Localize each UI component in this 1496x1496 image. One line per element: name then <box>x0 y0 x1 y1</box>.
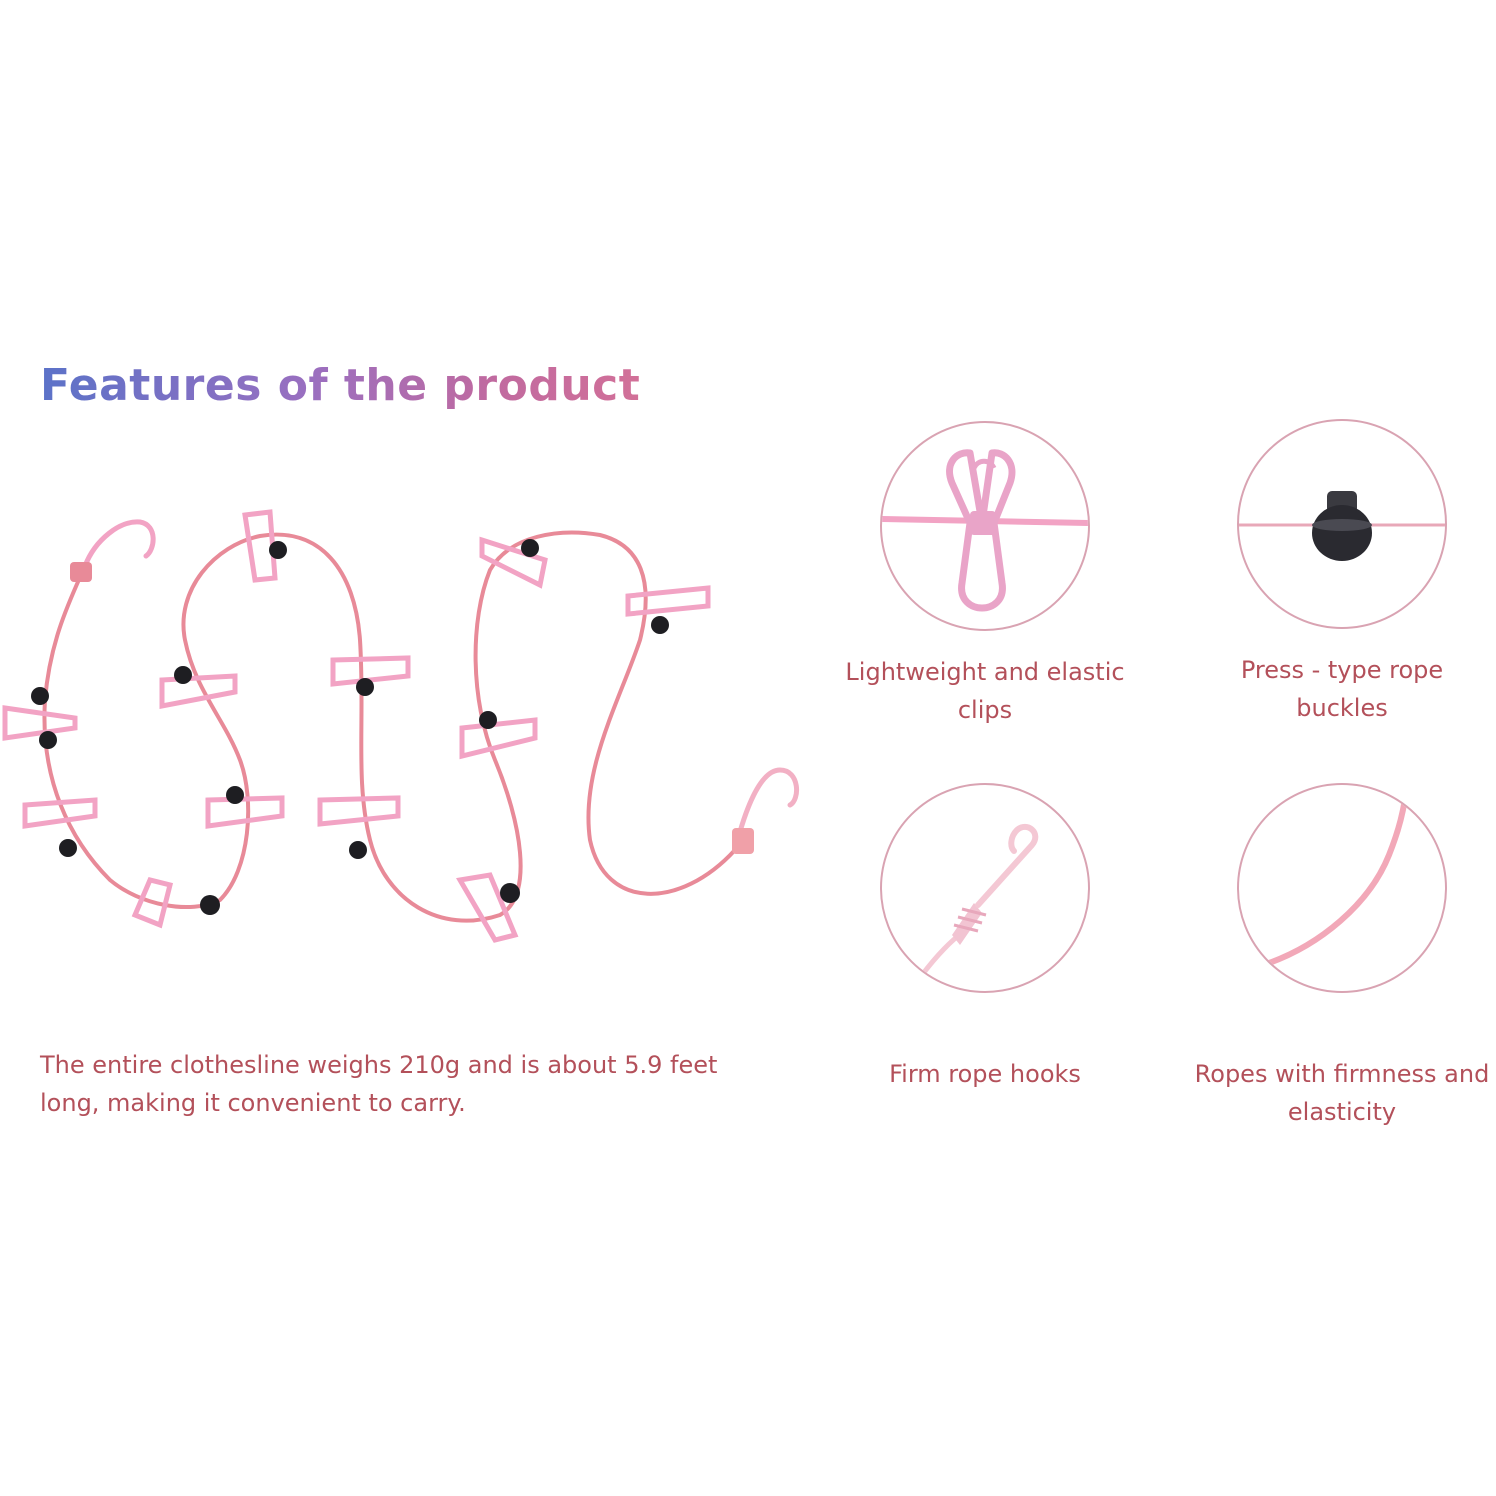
buckle <box>200 895 220 915</box>
buckle <box>269 541 287 559</box>
feature-clips-image <box>880 421 1090 631</box>
feature-buckles: Press - type rope buckles <box>1192 419 1492 727</box>
clothesline-product-image <box>0 500 820 970</box>
buckle <box>174 666 192 684</box>
clip <box>242 509 278 583</box>
feature-rope-label: Ropes with firmness and elasticity <box>1194 1060 1490 1126</box>
buckle <box>500 883 520 903</box>
buckle <box>356 678 374 696</box>
clip <box>625 585 711 617</box>
clip <box>131 877 174 929</box>
feature-rope-image <box>1237 783 1447 993</box>
feature-buckles-label: Press - type rope buckles <box>1240 656 1444 722</box>
feature-clips-label: Lightweight and elastic clips <box>845 658 1125 724</box>
rope-icon <box>1266 785 1410 966</box>
clip <box>317 795 401 827</box>
clip <box>2 705 78 741</box>
buckle <box>349 841 367 859</box>
product-description: The entire clothesline weighs 210g and i… <box>40 1051 718 1117</box>
feature-hooks-image <box>880 783 1090 993</box>
clip-icon <box>882 449 1088 612</box>
hook-coil-start <box>70 562 92 582</box>
clip <box>205 795 285 829</box>
clip <box>456 872 519 943</box>
hook-coil-end <box>732 828 754 854</box>
buckle <box>521 539 539 557</box>
clip <box>159 673 238 710</box>
rope-hook-icon <box>920 823 1039 977</box>
clips <box>2 509 711 943</box>
feature-clips: Lightweight and elastic clips <box>835 421 1135 729</box>
buckle <box>651 616 669 634</box>
feature-hooks: Firm rope hooks <box>835 783 1135 1093</box>
buckle <box>479 711 497 729</box>
clip <box>22 797 98 829</box>
feature-hooks-label: Firm rope hooks <box>889 1060 1081 1088</box>
page-title: Features of the product <box>40 360 641 411</box>
clip <box>459 717 538 760</box>
buckle <box>31 687 49 705</box>
buckles <box>31 539 669 915</box>
rope-buckle-icon <box>1239 491 1445 561</box>
buckle <box>226 786 244 804</box>
feature-buckles-image <box>1237 419 1447 629</box>
hook-end <box>732 767 800 853</box>
buckle <box>59 839 77 857</box>
feature-rope: Ropes with firmness and elasticity <box>1192 783 1492 1131</box>
buckle <box>39 731 57 749</box>
clip <box>330 655 411 687</box>
rope <box>42 530 737 923</box>
hook-start <box>82 519 156 569</box>
